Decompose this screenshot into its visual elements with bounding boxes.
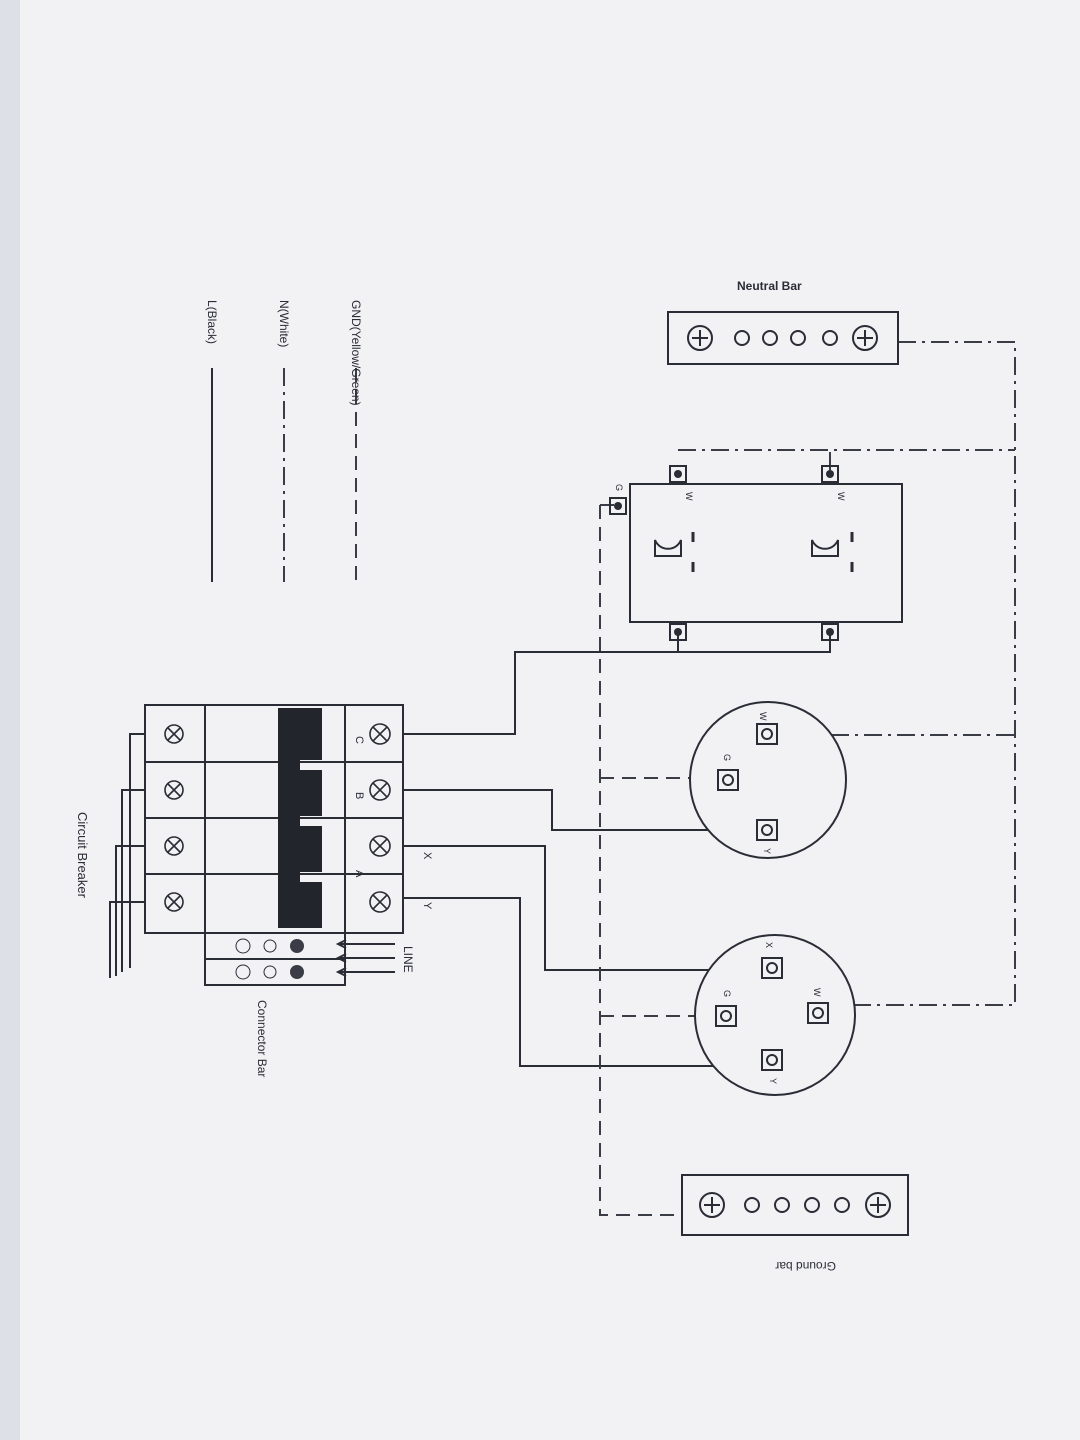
receptacle-1-terminal-y: Y <box>768 1078 778 1084</box>
duplex-terminal-w-1: W <box>684 492 694 501</box>
legend: L(Black) N(White) GND(Yellow/Green) <box>205 300 363 582</box>
duplex-terminal-g: G <box>614 484 624 491</box>
circuit-breaker-label: Circuit Breaker <box>75 812 90 899</box>
pole-label-a: A <box>353 870 365 878</box>
breaker-top-terminals <box>164 724 184 912</box>
duplex-terminals <box>609 465 839 641</box>
connector-bar-label: Connector Bar <box>255 1000 269 1077</box>
receptacle-1-terminal-x: X <box>764 942 774 948</box>
duplex-receptacle: W W G <box>609 465 903 641</box>
receptacle-2-terminal-g: G <box>722 754 732 761</box>
breaker-bottom-terminals <box>369 723 391 913</box>
legend-line-label: L(Black) <box>205 300 219 344</box>
wire-mark-y: Y <box>421 902 433 910</box>
neutral-bar-label: Neutral Bar <box>737 279 802 293</box>
pole-label-b: B <box>353 792 365 799</box>
receptacle-2-terminal-w: W <box>758 712 768 721</box>
legend-ground-label: GND(Yellow/Green) <box>349 300 363 406</box>
receptacle-1-terminal-g: G <box>722 990 732 997</box>
neutral-bar: Neutral Bar <box>667 279 899 365</box>
receptacle-2: W G Y <box>689 701 847 859</box>
line-input-label: LINE <box>401 946 415 973</box>
ground-bar-label: Ground bar <box>775 1259 836 1273</box>
breaker-toggle-handles <box>278 708 322 928</box>
receptacle-1: X G W Y <box>694 934 856 1096</box>
duplex-terminal-w-2: W <box>836 492 846 501</box>
line-input: LINE <box>335 939 415 977</box>
line-wires <box>403 632 831 1067</box>
legend-neutral-label: N(White) <box>277 300 291 347</box>
ground-bar-screws <box>699 1192 891 1218</box>
pole-label-c: C <box>353 736 365 744</box>
circuit-breaker: Circuit Breaker <box>75 704 404 978</box>
ground-bar: Ground bar <box>681 1174 909 1273</box>
receptacle-2-terminal-y: Y <box>762 848 772 854</box>
neutral-bar-screws <box>687 325 878 351</box>
breaker-bus-jumpers <box>109 733 145 978</box>
wire-mark-x: X <box>421 852 433 860</box>
receptacle-1-terminal-w: W <box>812 988 822 997</box>
connector-bar: Connector Bar <box>204 932 346 1077</box>
